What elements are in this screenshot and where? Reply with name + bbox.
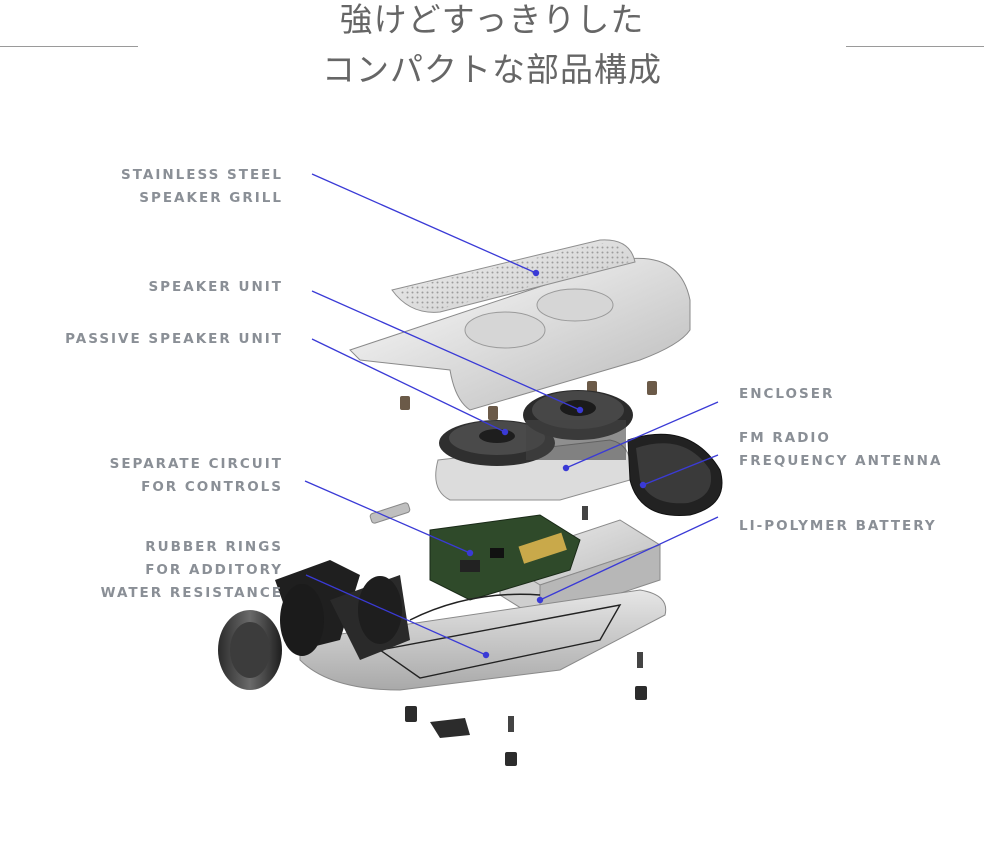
control-circuit-board [429, 514, 581, 601]
label-passive-speaker-line-1: PASSIVE SPEAKER UNIT [65, 331, 283, 347]
label-rubber-line-3: WATER RESISTANCE [100, 585, 283, 601]
label-grill-line-1: STAINLESS STEEL [121, 167, 283, 183]
bottom-feet [405, 506, 647, 766]
label-encloser-line-1: ENCLOSER [739, 386, 835, 402]
label-encloser: ENCLOSER [739, 383, 834, 406]
circuit-bracket [369, 502, 411, 524]
label-circuit: SEPARATE CIRCUIT FOR CONTROLS [110, 453, 283, 499]
label-rubber-rings: RUBBER RINGS FOR ADDITORY WATER RESISTAN… [101, 536, 283, 605]
label-grill: STAINLESS STEEL SPEAKER GRILL [121, 164, 283, 210]
label-circuit-line-2: FOR CONTROLS [141, 479, 283, 495]
title-rule-right [846, 46, 984, 47]
label-speaker-unit-line-1: SPEAKER UNIT [148, 279, 283, 295]
leader-dots [466, 269, 647, 659]
upper-enclosure [349, 257, 691, 411]
leader-line-battery [539, 516, 719, 601]
leader-line-circuit [304, 480, 471, 554]
label-grill-line-2: SPEAKER GRILL [139, 190, 283, 206]
rubber-rings-and-knob [218, 560, 410, 690]
label-battery-line-1: LI-POLYMER BATTERY [739, 518, 937, 534]
leader-line-grill [311, 173, 537, 274]
leader-line-encloser [565, 401, 719, 469]
label-rubber-line-1: RUBBER RINGS [145, 539, 283, 555]
label-circuit-line-1: SEPARATE CIRCUIT [109, 456, 283, 472]
label-fm-antenna: FM RADIO FREQUENCY ANTENNA [739, 427, 942, 473]
leader-line-rubber [305, 574, 487, 656]
leader-line-speaker [311, 290, 581, 411]
leader-lines [304, 173, 719, 656]
label-passive-speaker-unit: PASSIVE SPEAKER UNIT [65, 328, 283, 351]
label-battery: LI-POLYMER BATTERY [739, 515, 937, 538]
page-title-line-1: 強けどすっきりした [339, 0, 645, 39]
label-antenna-line-2: FREQUENCY ANTENNA [739, 453, 943, 469]
page-title-line-2: コンパクトな部品構成 [322, 50, 662, 89]
label-rubber-line-2: FOR ADDITORY [145, 562, 283, 578]
fm-antenna [627, 433, 723, 517]
leader-line-antenna [642, 454, 719, 486]
title-rule-left [0, 46, 138, 47]
page-title: 強けどすっきりした コンパクトな部品構成 [0, 0, 984, 90]
speaker-grill [391, 239, 636, 313]
leader-line-passive [311, 338, 506, 433]
label-antenna-line-1: FM RADIO [739, 430, 831, 446]
base-tray [299, 589, 667, 691]
label-speaker-unit: SPEAKER UNIT [148, 276, 283, 299]
